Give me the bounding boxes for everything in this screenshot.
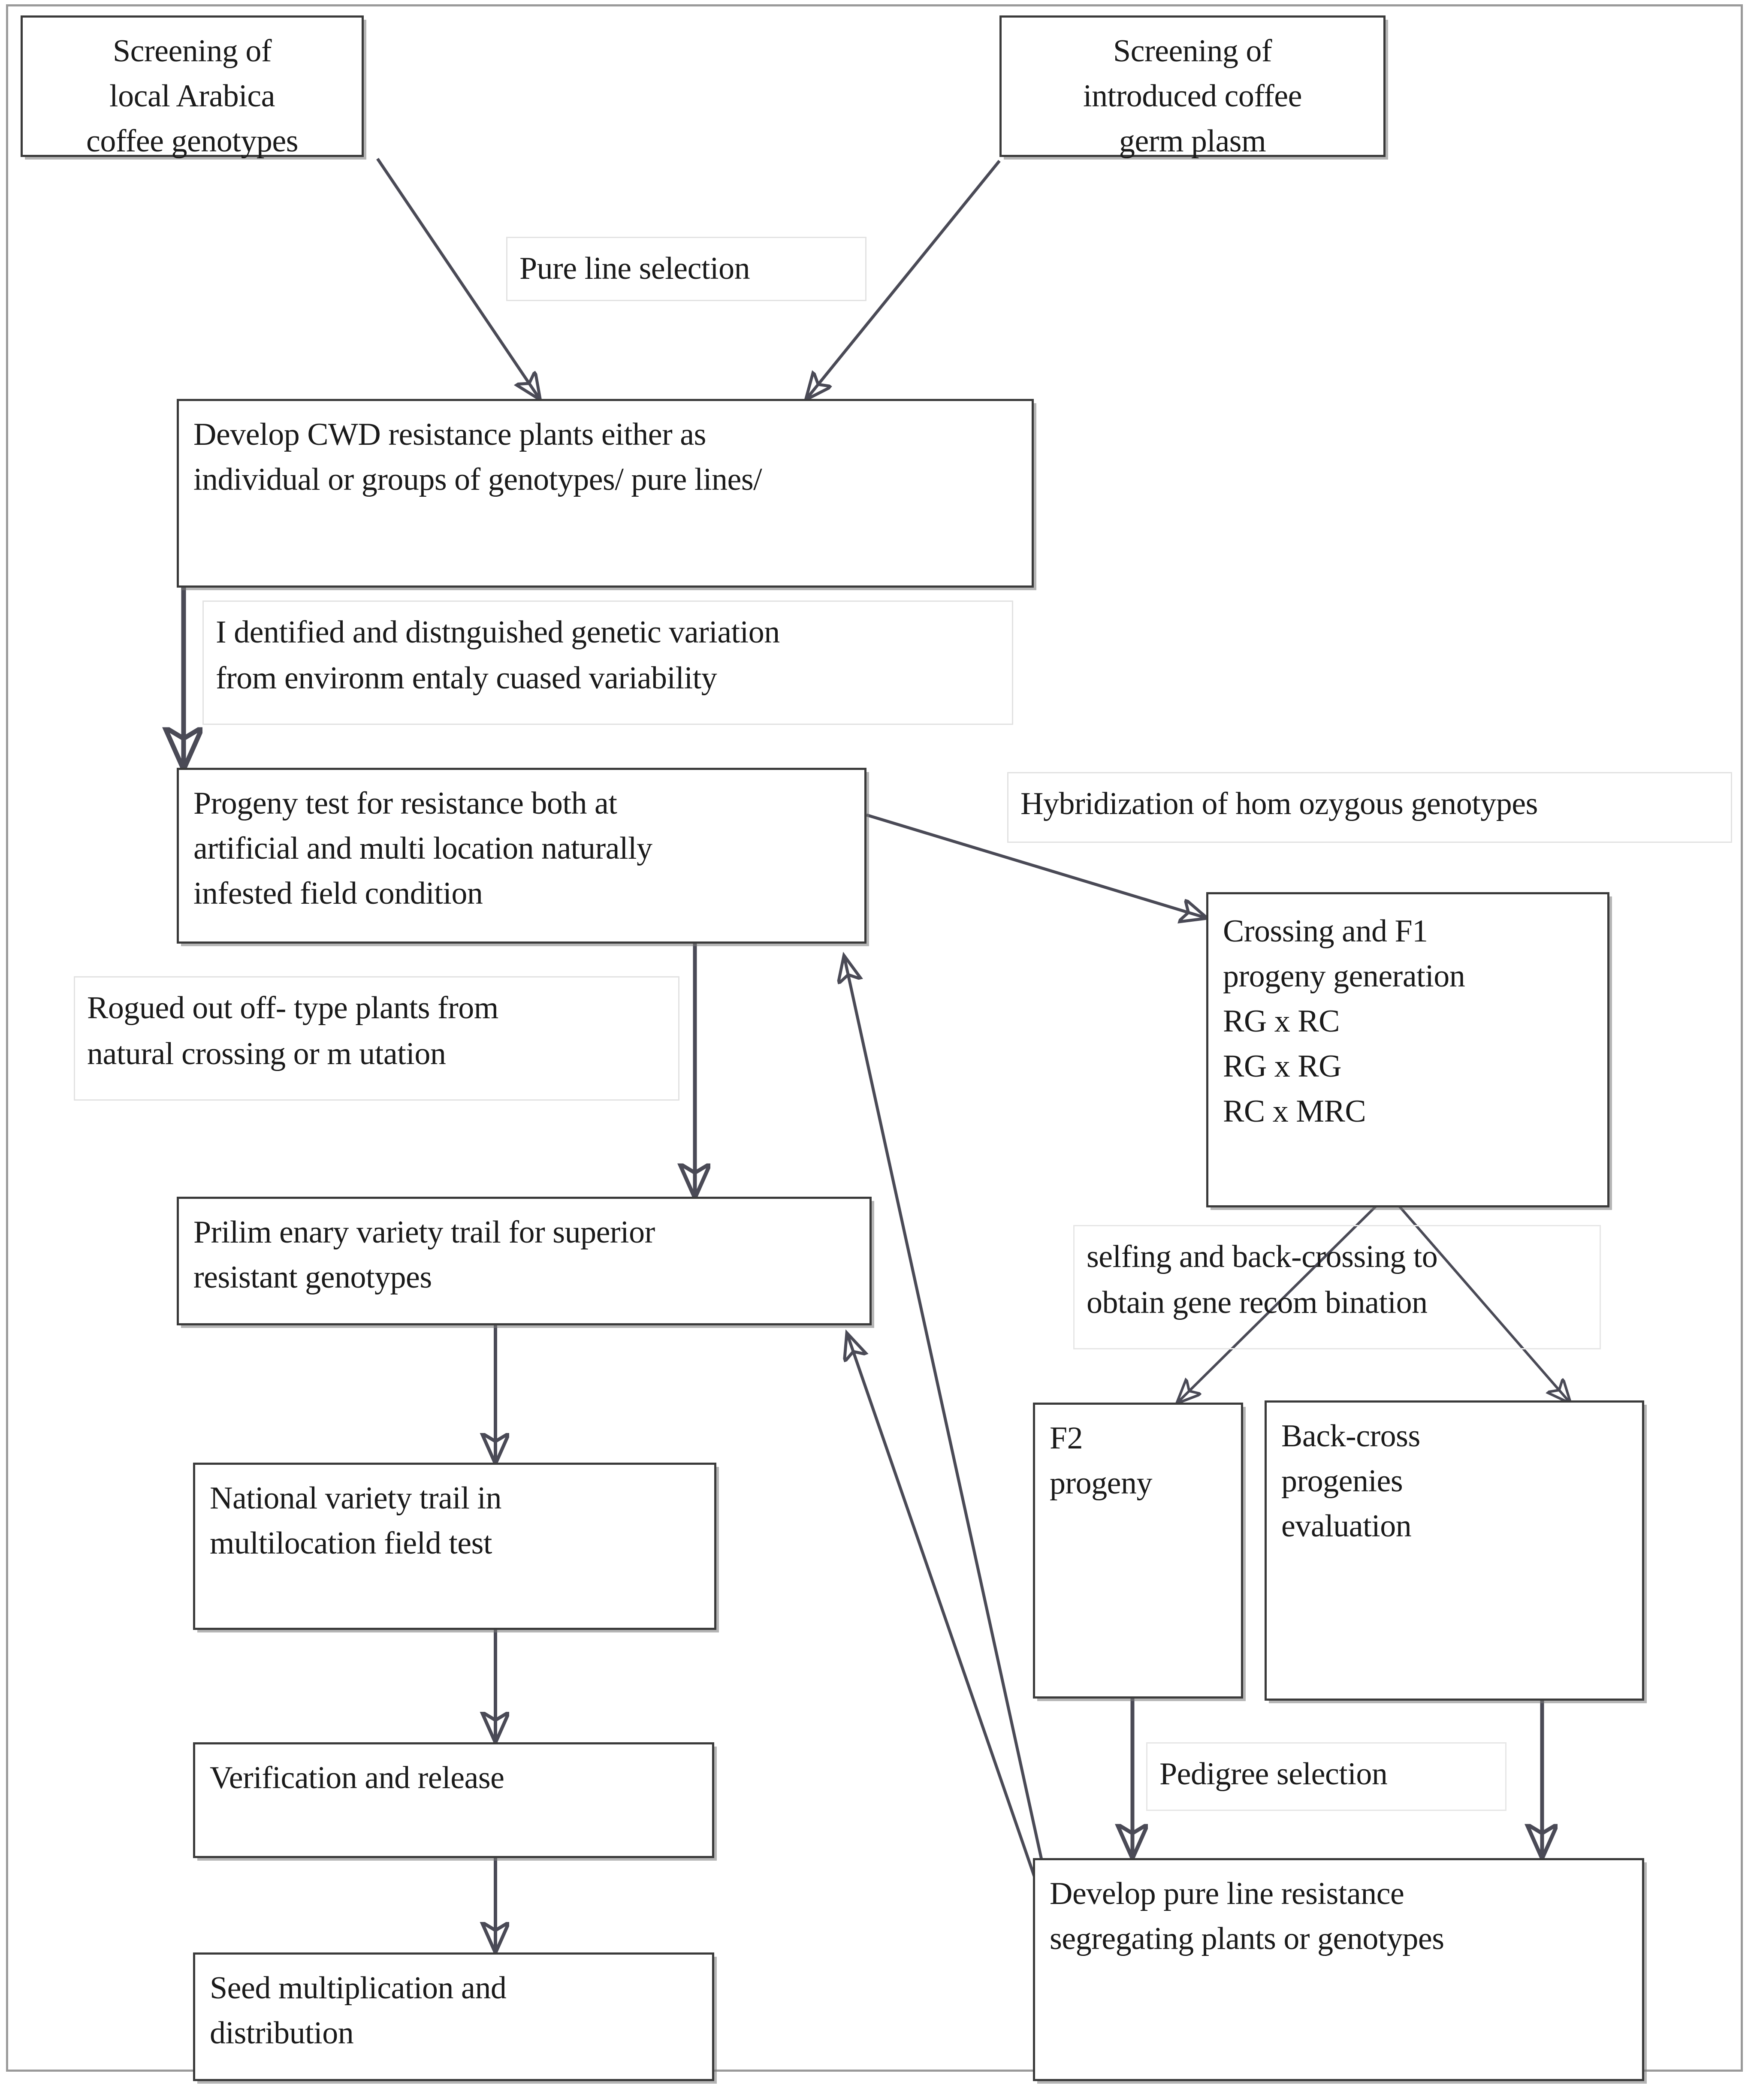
box-backcross-progenies-evaluation[interactable]: Back-cross progenies evaluation (1265, 1400, 1644, 1701)
box-screening-local-arabica[interactable]: Screening of local Arabica coffee genoty… (21, 15, 364, 159)
box-line: artificial and multi location naturally (193, 831, 652, 866)
box-line: Screening of (112, 33, 272, 69)
box-line: germ plasm (1119, 124, 1266, 159)
label-line: Pure line selection (519, 251, 750, 286)
label-pedigree-selection: Pedigree selection (1146, 1742, 1506, 1811)
label-line: selfing and back-crossing to (1087, 1239, 1438, 1274)
box-line: Crossing and F1 (1223, 914, 1428, 949)
label-line: I dentified and distnguished genetic var… (216, 615, 780, 650)
box-line: Back-cross (1281, 1418, 1420, 1454)
box-screening-introduced-germplasm[interactable]: Screening of introduced coffee germ plas… (999, 15, 1386, 159)
box-develop-cwd-resistance[interactable]: Develop CWD resistance plants either as … (177, 399, 1034, 588)
label-hybridization-homozygous-genotypes: Hybridization of hom ozygous genotypes (1007, 772, 1732, 843)
label-line: Rogued out off- type plants from (87, 990, 498, 1026)
box-line: individual or groups of genotypes/ pure … (193, 462, 762, 498)
box-line: evaluation (1281, 1509, 1412, 1544)
box-preliminary-variety-trial[interactable]: Prilim enary variety trail for superior … (177, 1197, 872, 1325)
label-pure-line-selection: Pure line selection (506, 237, 866, 301)
label-selfing-and-backcrossing: selfing and back-crossing to obtain gene… (1073, 1225, 1601, 1349)
box-line: segregating plants or genotypes (1050, 1921, 1444, 1957)
label-line: natural crossing or m utation (87, 1036, 446, 1072)
box-line: introduced coffee (1083, 78, 1302, 114)
label-line: Hybridization of hom ozygous genotypes (1020, 786, 1538, 821)
label-line: obtain gene recom bination (1087, 1285, 1428, 1321)
box-line: Verification and release (210, 1760, 504, 1795)
box-line: F2 (1050, 1421, 1083, 1456)
label-line: from environm entaly cuased variability (216, 661, 717, 696)
box-line: Screening of (1113, 33, 1272, 69)
box-line: Prilim enary variety trail for superior (193, 1215, 655, 1250)
box-line: RG x RG (1223, 1049, 1342, 1084)
box-line: Seed multiplication and (210, 1970, 507, 2006)
box-line: infested field condition (193, 876, 483, 911)
box-line: multilocation field test (210, 1526, 492, 1561)
box-line: National variety trail in (210, 1481, 502, 1516)
box-line: Progeny test for resistance both at (193, 786, 617, 821)
box-line: RC x MRC (1223, 1094, 1366, 1129)
box-line: progeny generation (1223, 959, 1465, 994)
box-f2-progeny[interactable]: F2 progeny (1033, 1403, 1243, 1699)
box-line: Develop pure line resistance (1050, 1876, 1404, 1911)
box-verification-and-release[interactable]: Verification and release (193, 1742, 714, 1858)
label-identified-genetic-variation: I dentified and distnguished genetic var… (202, 600, 1013, 725)
box-line: resistant genotypes (193, 1260, 432, 1295)
box-line: progenies (1281, 1463, 1403, 1499)
box-line: RG x RC (1223, 1004, 1340, 1039)
box-line: distribution (210, 2016, 354, 2051)
box-line: coffee genotypes (86, 124, 299, 159)
label-line: Pedigree selection (1159, 1756, 1388, 1792)
label-rogued-out-off-type-plants: Rogued out off- type plants from natural… (74, 976, 679, 1101)
box-national-variety-trial[interactable]: National variety trail in multilocation … (193, 1463, 716, 1630)
box-seed-multiplication-distribution[interactable]: Seed multiplication and distribution (193, 1952, 714, 2081)
box-line: Develop CWD resistance plants either as (193, 417, 706, 452)
box-line: progeny (1050, 1466, 1153, 1501)
box-line: local Arabica (109, 78, 275, 114)
box-crossing-f1-progeny[interactable]: Crossing and F1 progeny generation RG x … (1206, 892, 1609, 1207)
box-progeny-test[interactable]: Progeny test for resistance both at arti… (177, 768, 866, 944)
box-develop-pure-line-resistance[interactable]: Develop pure line resistance segregating… (1033, 1858, 1644, 2081)
